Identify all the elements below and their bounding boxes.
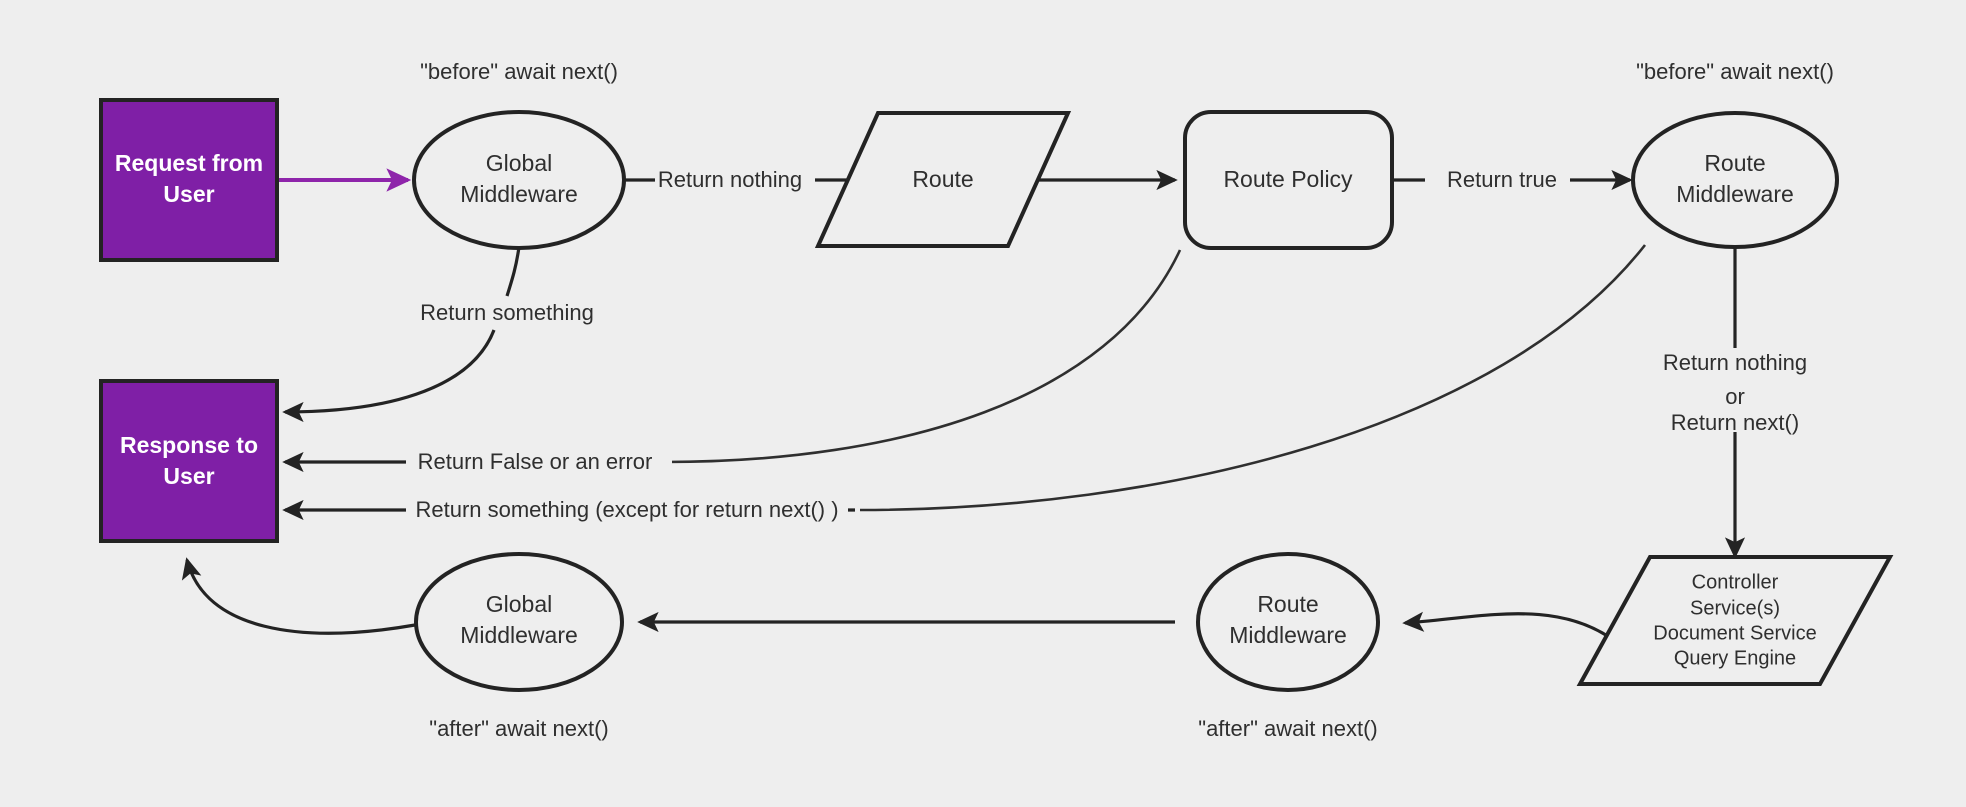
edge-global-middleware-bottom-to-response (181, 557, 416, 635)
edge-label-return-next: Return next() (1671, 410, 1799, 435)
global-middleware-bottom-label-line1: Global (486, 591, 552, 617)
annotation-before-await-next-route-mw: "before" await next() (1636, 59, 1834, 84)
edge-curve-controller-to-route-mw-bottom (1402, 611, 1622, 647)
route-middleware-top-label-line1: Route (1704, 150, 1765, 176)
node-controller-services[interactable]: Controller Service(s) Document Service Q… (1576, 555, 1894, 686)
node-global-middleware-top[interactable]: Global Middleware (412, 110, 626, 250)
route-label: Route (912, 166, 973, 192)
response-label-line1: Response to (120, 432, 258, 458)
global-middleware-bottom-label-line2: Middleware (460, 622, 578, 648)
controller-label-line4: Query Engine (1674, 647, 1796, 669)
request-label-line2: User (163, 181, 214, 207)
edge-curve-route-mw-to-response (859, 244, 1647, 512)
edge-label-return-nothing-2: Return nothing (1663, 350, 1807, 375)
edge-curve-top-global-to-response (505, 246, 521, 297)
edge-label-return-something: Return something (420, 300, 594, 325)
edge-curve-global-to-response (282, 329, 496, 423)
node-global-middleware-bottom[interactable]: Global Middleware (414, 552, 624, 692)
edge-curve-global-bottom-to-response (181, 557, 416, 635)
edge-label-return-nothing: Return nothing (658, 167, 802, 192)
edge-label-return-true: Return true (1447, 167, 1557, 192)
edge-global-middleware-to-response: Return something (282, 246, 594, 423)
route-policy-label: Route Policy (1223, 166, 1353, 192)
edge-curve-policy-to-response (664, 249, 1182, 464)
global-middleware-top-label-line1: Global (486, 150, 552, 176)
node-route-middleware-bottom[interactable]: Route Middleware (1196, 552, 1380, 692)
route-middleware-top-label-line2: Middleware (1676, 181, 1794, 207)
edge-label-return-false-or-error: Return False or an error (418, 449, 653, 474)
edge-route-middleware-to-response: Return something (except for return next… (282, 244, 1647, 526)
edge-controller-to-route-middleware-bottom (1402, 611, 1622, 647)
annotation-before-await-next-global: "before" await next() (420, 59, 618, 84)
node-route-policy[interactable]: Route Policy (1183, 110, 1394, 250)
edge-route-policy-to-response: Return False or an error (282, 249, 1182, 478)
route-middleware-bottom-label-line2: Middleware (1229, 622, 1347, 648)
controller-label-line3: Document Service (1653, 622, 1816, 644)
request-label-line1: Request from (115, 150, 263, 176)
edge-label-or: or (1725, 384, 1745, 409)
global-middleware-top-ellipse[interactable] (412, 110, 626, 250)
response-label-line2: User (163, 463, 214, 489)
edge-route-policy-to-route-middleware: Return true (1392, 167, 1633, 192)
annotation-after-await-next-route-mw: "after" await next() (1198, 716, 1377, 741)
route-parallelogram[interactable] (814, 111, 1072, 248)
node-request-from-user[interactable]: Request from User (99, 98, 279, 262)
route-policy-box[interactable] (1183, 110, 1394, 250)
request-box[interactable] (99, 98, 279, 262)
response-box[interactable] (99, 379, 279, 543)
global-middleware-bottom-ellipse[interactable] (414, 552, 624, 692)
route-middleware-bottom-label-line1: Route (1257, 591, 1318, 617)
controller-parallelogram[interactable] (1576, 555, 1894, 686)
controller-label-line1: Controller (1692, 571, 1779, 593)
node-response-to-user[interactable]: Response to User (99, 379, 279, 543)
node-route[interactable]: Route (814, 111, 1072, 248)
edge-route-middleware-to-controller: Return nothing or Return next() (1663, 245, 1807, 559)
route-middleware-bottom-ellipse[interactable] (1196, 552, 1380, 692)
annotation-after-await-next-global: "after" await next() (429, 716, 608, 741)
route-middleware-top-ellipse[interactable] (1631, 111, 1839, 249)
edge-label-return-something-except-next: Return something (except for return next… (415, 497, 838, 522)
global-middleware-top-label-line2: Middleware (460, 181, 578, 207)
edge-label-bg-return-something-except (406, 496, 848, 526)
node-route-middleware-top[interactable]: Route Middleware (1631, 111, 1839, 249)
edge-label-bg-return-false (406, 448, 672, 478)
controller-label-line2: Service(s) (1690, 597, 1780, 619)
